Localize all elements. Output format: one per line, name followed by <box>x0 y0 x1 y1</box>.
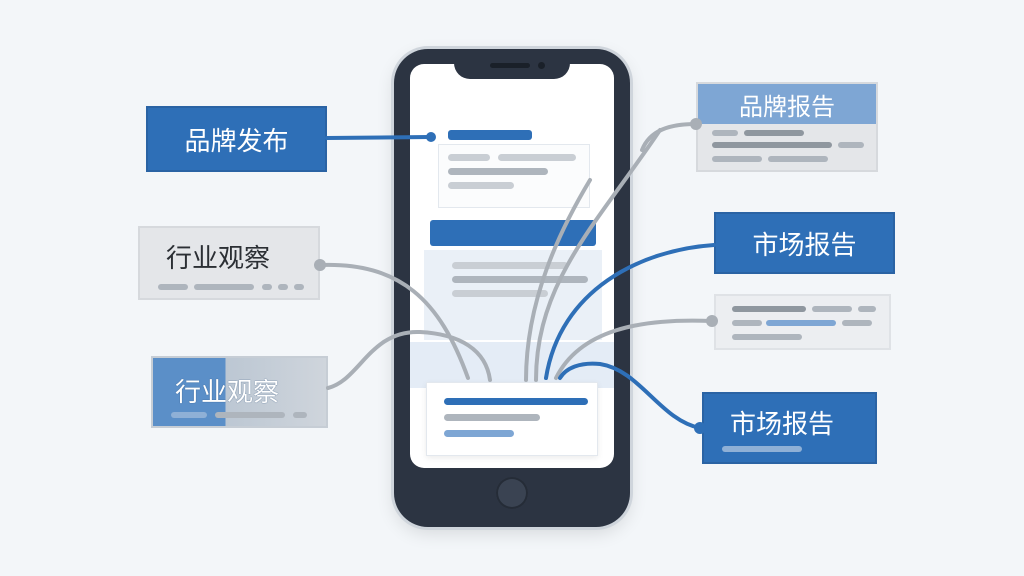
speaker-icon <box>490 63 530 68</box>
label-line <box>712 130 738 136</box>
phone-notch <box>454 49 570 79</box>
label-line <box>712 156 762 162</box>
label-brand-release-text: 品牌发布 <box>184 126 289 157</box>
screen-line <box>452 276 588 283</box>
screen-line <box>448 168 548 175</box>
connector-right-1 <box>640 122 698 152</box>
screen-line <box>448 154 490 161</box>
label-line <box>712 142 832 148</box>
label-market-report-1: 市场报告 <box>714 212 895 274</box>
panel-line <box>858 306 876 312</box>
screen-message-bar <box>448 130 532 140</box>
label-industry-watch-1: 行业观察 <box>138 226 320 300</box>
info-panel-right <box>714 294 891 350</box>
phone-side-button-left-2 <box>391 190 395 228</box>
label-line <box>158 284 188 290</box>
panel-line <box>812 306 852 312</box>
screen-line-blue <box>444 398 588 405</box>
phone-screen <box>410 64 614 468</box>
panel-line <box>842 320 872 326</box>
label-line <box>171 412 207 418</box>
screen-line-lightblue <box>444 430 514 437</box>
label-market-report-2-text: 市场报告 <box>730 410 835 440</box>
panel-line <box>732 334 802 340</box>
label-market-report-1-text: 市场报告 <box>752 230 857 261</box>
panel-line-blue <box>766 320 836 326</box>
home-button-icon <box>496 477 528 509</box>
screen-line <box>452 290 548 297</box>
camera-icon <box>538 62 545 69</box>
label-line <box>278 284 288 290</box>
label-line <box>768 156 828 162</box>
phone-side-button-left <box>391 140 395 178</box>
label-line <box>262 284 272 290</box>
smartphone-icon <box>394 49 630 527</box>
label-industry-watch-2-text: 行业观察 <box>175 378 280 408</box>
label-line <box>294 284 304 290</box>
label-industry-watch-2: 行业观察 <box>151 356 328 428</box>
label-brand-report: 品牌报告 <box>696 82 878 172</box>
label-line <box>293 412 307 418</box>
screen-line <box>444 414 540 421</box>
screen-line <box>448 182 514 189</box>
label-line <box>194 284 254 290</box>
label-line <box>744 130 804 136</box>
label-brand-report-text: 品牌报告 <box>739 92 835 121</box>
label-line <box>722 446 802 452</box>
panel-line <box>732 320 762 326</box>
label-brand-report-header: 品牌报告 <box>698 84 876 124</box>
panel-line <box>732 306 806 312</box>
label-brand-release: 品牌发布 <box>146 106 327 172</box>
screen-highlight-bubble <box>430 220 596 246</box>
label-line <box>215 412 285 418</box>
label-line <box>838 142 864 148</box>
screen-line <box>452 262 568 269</box>
label-market-report-2: 市场报告 <box>702 392 877 464</box>
screen-line <box>498 154 576 161</box>
label-industry-watch-1-text: 行业观察 <box>166 244 271 274</box>
